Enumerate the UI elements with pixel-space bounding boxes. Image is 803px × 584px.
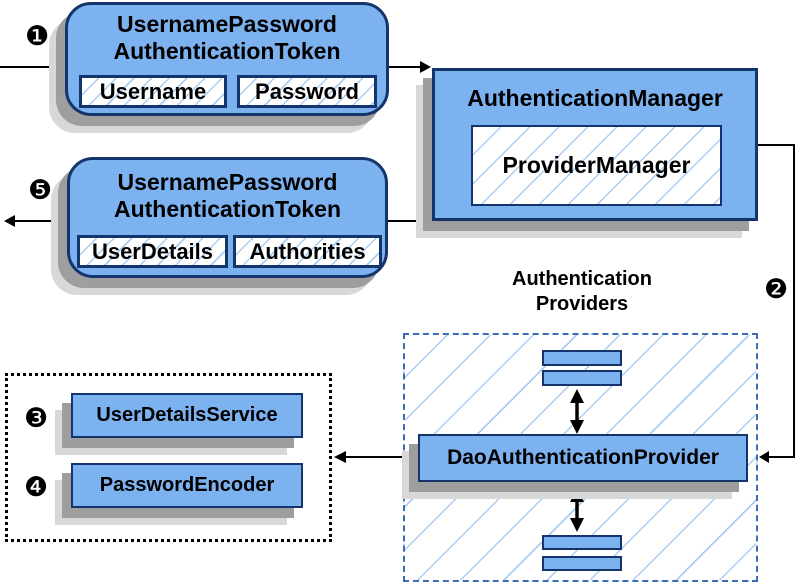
arrow-right-icon — [420, 61, 431, 73]
authentication-providers-label-line1: Authentication — [512, 268, 652, 290]
flow-step-2-badge: ❷ — [764, 274, 789, 305]
flow-step-1-badge: ❶ — [25, 21, 50, 52]
provider-stack-bar — [542, 370, 622, 386]
arrow-manager-to-provider-line — [758, 144, 795, 458]
arrow-down-icon — [570, 518, 584, 532]
arrow-left-icon — [4, 215, 15, 227]
provider-manager-box: ProviderManager — [471, 125, 722, 206]
request-token-title-line1: UsernamePassword — [117, 11, 337, 37]
response-token-box: UsernamePassword AuthenticationToken Use… — [67, 157, 388, 278]
provider-stack-bar — [542, 350, 622, 366]
authentication-providers-label: Authentication Providers — [462, 267, 702, 317]
arrow-up-icon — [570, 389, 584, 403]
provider-stack-bar — [542, 535, 622, 550]
request-token-box: UsernamePassword AuthenticationToken Use… — [65, 2, 389, 116]
arrow-up-icon — [570, 488, 584, 502]
provider-stack-bar — [542, 556, 622, 571]
response-token-title: UsernamePassword AuthenticationToken — [70, 169, 385, 223]
arrow-left-icon — [759, 451, 769, 463]
password-encoder-box: PasswordEncoder — [71, 463, 303, 508]
arrow-left-icon — [334, 451, 346, 463]
username-field: Username — [79, 75, 227, 108]
authentication-providers-label-line2: Providers — [535, 293, 629, 315]
arrow-down-icon — [570, 420, 584, 434]
user-details-field: UserDetails — [77, 235, 228, 268]
flow-step-4-badge: ❹ — [24, 472, 49, 503]
authentication-manager-box: AuthenticationManager ProviderManager — [432, 68, 758, 221]
flow-step-3-badge: ❸ — [24, 403, 49, 434]
user-details-service-box: UserDetailsService — [71, 393, 303, 438]
response-token-title-line1: UsernamePassword — [117, 169, 338, 195]
request-token-title-line2: AuthenticationToken — [113, 38, 341, 64]
authorities-field: Authorities — [233, 235, 382, 268]
request-token-title: UsernamePassword AuthenticationToken — [68, 11, 386, 65]
response-token-title-line2: AuthenticationToken — [113, 196, 341, 222]
flow-step-5-badge: ❺ — [28, 175, 53, 206]
authentication-manager-title: AuthenticationManager — [467, 85, 723, 111]
password-field: Password — [237, 75, 377, 108]
dao-authentication-provider-box: DaoAuthenticationProvider — [418, 434, 748, 482]
